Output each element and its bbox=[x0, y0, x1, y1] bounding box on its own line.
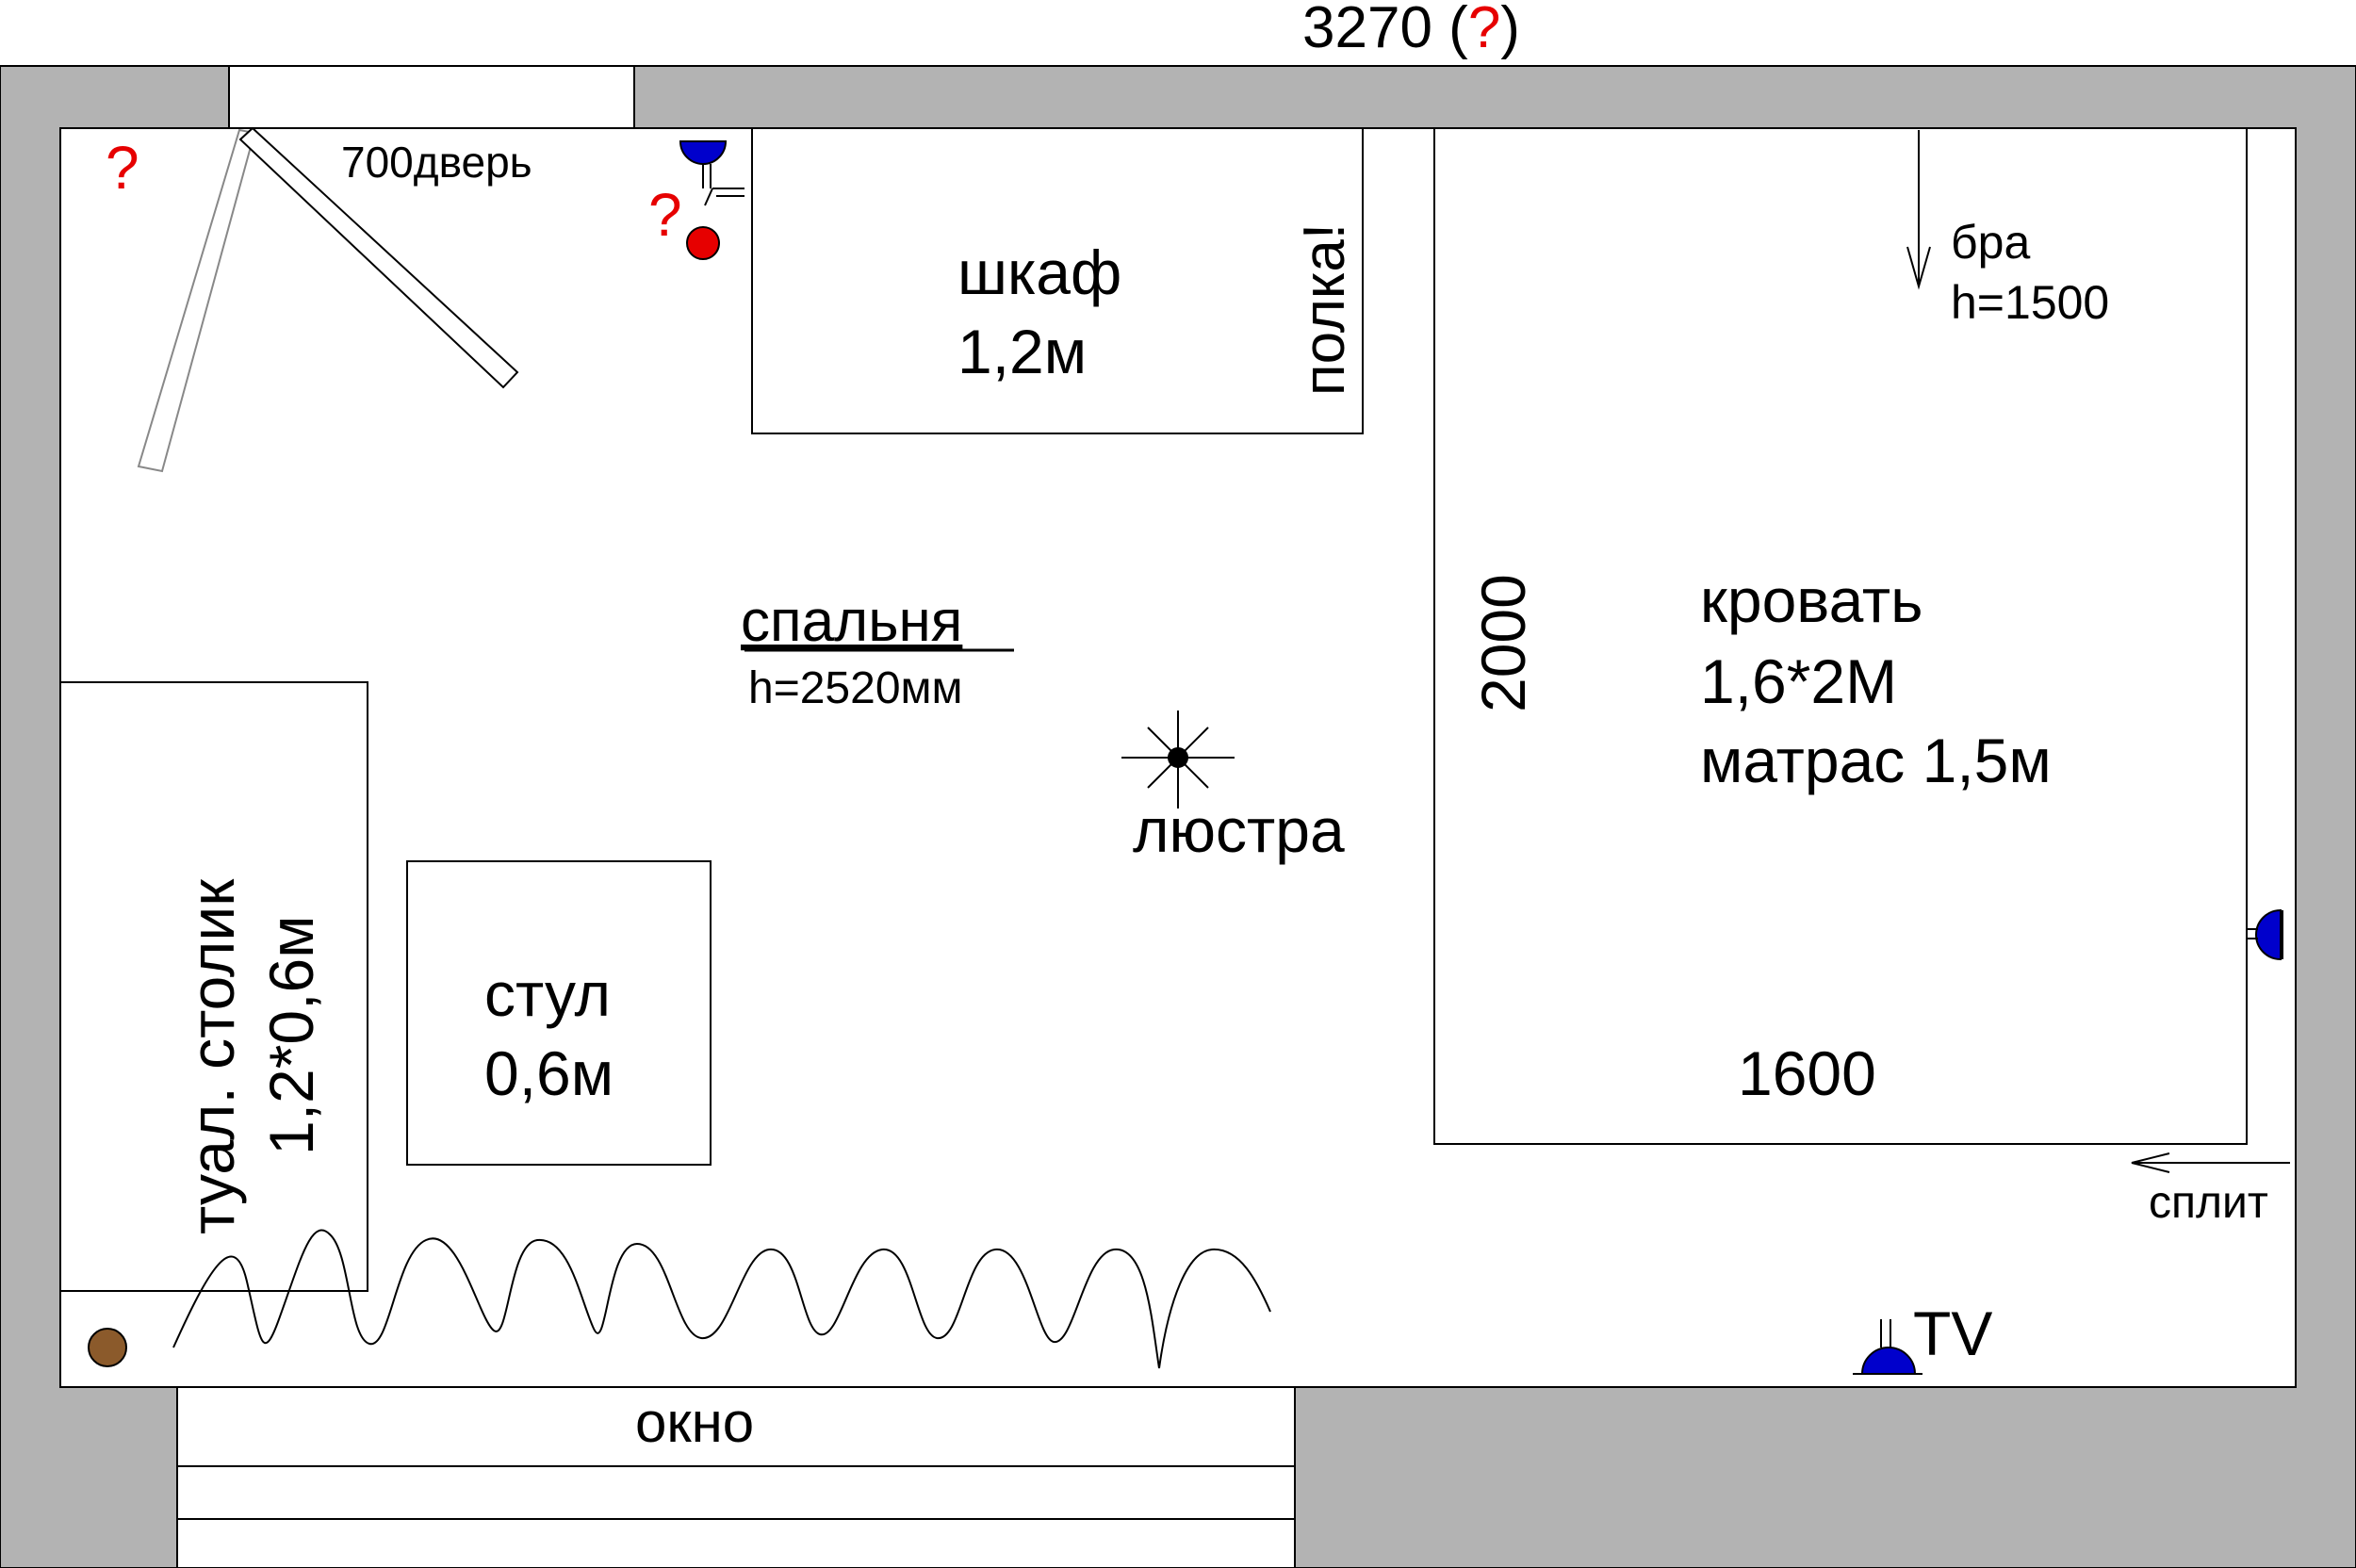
vanity-table: туал. столик 1,2*0,6м bbox=[59, 681, 368, 1292]
switch-question-mark: ? bbox=[648, 181, 682, 249]
bed-width-dimension: 1600 bbox=[1738, 1038, 1876, 1108]
split-ac: сплит bbox=[2131, 1152, 2290, 1228]
chair: стул 0,6м bbox=[406, 860, 712, 1166]
wardrobe-shelf-note: полка! bbox=[1292, 223, 1357, 396]
chandelier-icon bbox=[1121, 710, 1235, 808]
socket-icon bbox=[679, 140, 728, 165]
window: окно bbox=[176, 1386, 1296, 1568]
bed-name: кровать bbox=[1700, 565, 1922, 635]
window-label: окно bbox=[635, 1391, 754, 1454]
bed-size: 1,6*2М bbox=[1700, 646, 1897, 716]
wardrobe-name: шкаф bbox=[957, 237, 1121, 307]
socket-icon bbox=[1860, 1347, 1917, 1375]
door-label: 700дверь bbox=[341, 138, 532, 187]
arrow-left-icon bbox=[2131, 1152, 2170, 1173]
bed-mattress: матрас 1,5м bbox=[1700, 726, 2052, 795]
door-leaf bbox=[238, 126, 519, 389]
sconce: бра h=1500 bbox=[1906, 130, 2109, 329]
bed: кровать 1,6*2М матрас 1,5м 2000 1600 bbox=[1433, 127, 2248, 1145]
question-mark: ? bbox=[1468, 0, 1500, 60]
bed-length-dimension: 2000 bbox=[1468, 574, 1538, 712]
vanity-size: 1,2*0,6м bbox=[256, 915, 326, 1155]
sconce-height: h=1500 bbox=[1951, 276, 2109, 329]
top-dimension: 3270 (?) bbox=[1302, 0, 1520, 60]
chair-name: стул bbox=[484, 959, 611, 1029]
room-height: h=2520мм bbox=[748, 663, 963, 713]
wardrobe-width: 1,2м bbox=[957, 317, 1087, 386]
socket-tv: TV bbox=[1853, 1298, 1992, 1375]
chandelier: люстра bbox=[1121, 710, 1345, 865]
vanity-name: туал. столик bbox=[177, 878, 247, 1234]
light-switch: ? bbox=[648, 181, 744, 260]
switch-icon bbox=[686, 226, 720, 260]
curtain bbox=[172, 1229, 1271, 1369]
wardrobe: шкаф 1,2м полка! bbox=[751, 127, 1364, 434]
sconce-label: бра bbox=[1951, 216, 2030, 269]
room-label: спальня h=2520мм bbox=[741, 589, 1014, 713]
arrow-down-icon bbox=[1906, 246, 1931, 290]
socket-top bbox=[679, 140, 728, 188]
socket-icon bbox=[2255, 908, 2282, 961]
room-name: спальня bbox=[741, 589, 962, 654]
door: 700дверь ? bbox=[106, 126, 532, 473]
tv-label: TV bbox=[1913, 1298, 1992, 1368]
split-label: сплит bbox=[2149, 1178, 2268, 1228]
door-question-mark: ? bbox=[106, 134, 139, 202]
chair-size: 0,6м bbox=[484, 1038, 614, 1108]
pipe-icon bbox=[88, 1328, 127, 1367]
chandelier-label: люстра bbox=[1133, 795, 1345, 865]
